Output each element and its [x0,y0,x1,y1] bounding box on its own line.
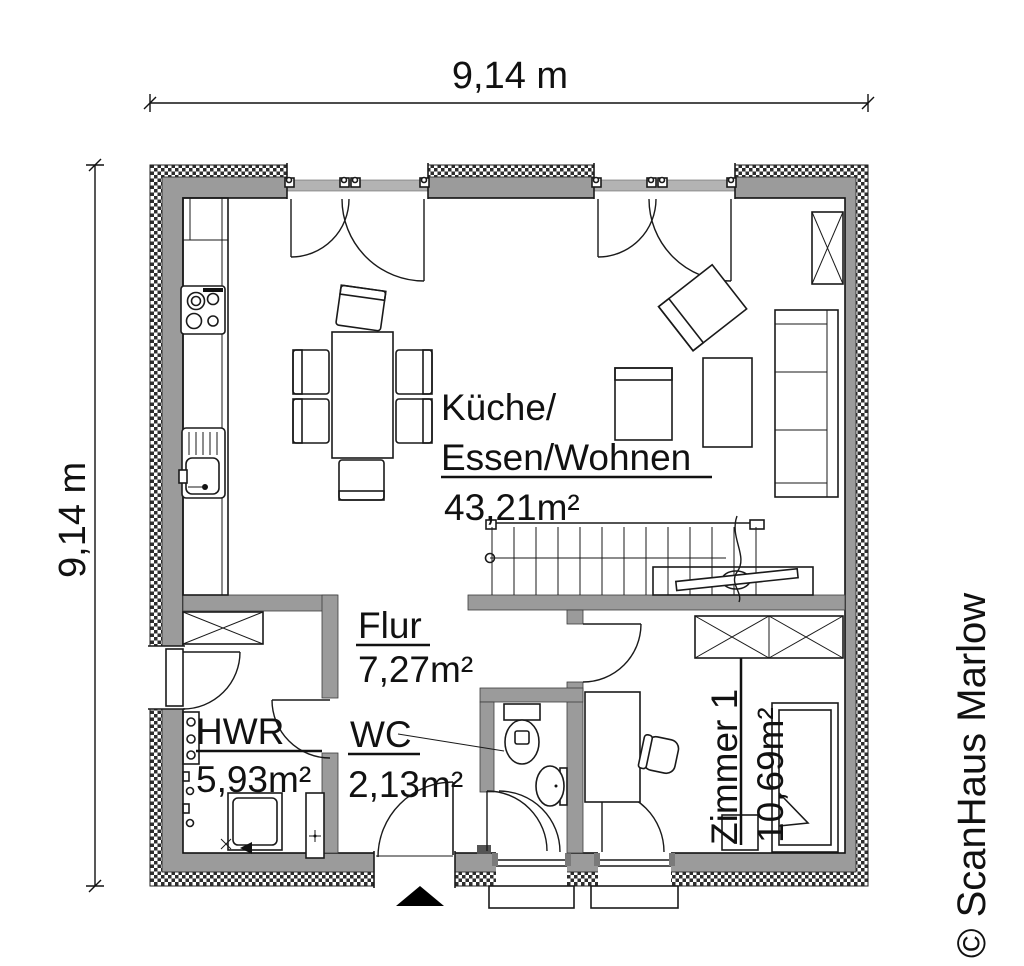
living-room-label-line2: Essen/Wohnen [441,437,691,478]
utility-label: HWR [196,711,284,752]
entrance-arrow [396,886,444,906]
sofa [774,309,839,498]
door-posts [591,176,737,188]
washbasin [535,765,568,807]
window-sill [590,885,679,909]
door-posts [284,176,430,188]
bedroom-area: 10,69m² [750,707,791,843]
top-dimension: 9,14 m [143,55,875,112]
wc-window [488,790,575,909]
plumbing-connections [182,711,200,828]
kitchen-counter [182,197,229,596]
blanket-fold [778,792,810,827]
living-room-area: 43,21m² [444,487,580,528]
width-dimension-label: 9,14 m [452,55,568,97]
bed [771,702,839,853]
hall-area: 7,27m² [358,649,473,690]
shelf-cabinet [811,211,844,285]
wc-area: 2,13m² [348,764,463,805]
coffee-table [702,357,753,448]
utility-area: 5,93m² [196,759,311,800]
copyright-watermark: © ScanHaus Marlow [950,593,994,958]
armchair [614,367,673,441]
kitchen-sink [178,427,226,499]
stair-handrail [674,567,799,592]
stairs [484,515,814,603]
bedroom-wardrobe [694,615,844,659]
bedroom-label: Zimmer 1 [704,689,745,845]
utility-cabinet [305,792,325,859]
understair-storage [652,566,814,596]
stove [180,285,226,335]
wc-door-swing [486,790,548,852]
main-entrance-door [373,781,456,906]
utility-wardrobe [182,611,264,645]
dining-table [331,331,394,459]
bedroom-window [590,789,679,909]
hall-label: Flur [358,605,422,646]
desk-chair [637,733,680,775]
side-entrance-door [148,645,241,710]
window-sill [488,885,575,909]
desk [584,691,641,803]
armchair-rotated [657,263,748,352]
wc-leader-line [397,733,505,752]
toilet [503,703,541,765]
dining-chairs [292,284,433,501]
stair-break-line [733,515,742,603]
terrace-door-right [591,163,737,282]
interior-walls [182,594,846,854]
height-dimension-label: 9,14 m [52,462,94,578]
utility-door-swing [271,699,331,759]
washing-machine [220,792,283,854]
wc-label: WC [350,714,412,755]
left-dimension: 9,14 m [52,158,104,893]
bedroom-door-swing [582,623,642,683]
terrace-door-left [284,163,430,282]
living-room-label-line1: Küche/ [441,387,557,428]
